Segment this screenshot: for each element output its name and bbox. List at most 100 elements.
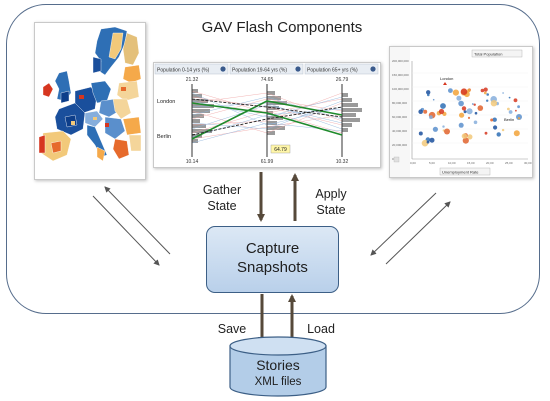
x-tick-label: 20,00 <box>486 161 494 165</box>
scatter-point <box>456 95 462 101</box>
scatter-point <box>461 106 467 111</box>
scatter-point <box>507 107 510 111</box>
scatter-point <box>463 110 467 114</box>
highlight-line-london <box>191 102 343 136</box>
scatter-point <box>484 131 488 135</box>
apply-label-line-2: State <box>316 203 346 217</box>
scatter-point <box>466 108 473 115</box>
scatter-point <box>444 128 450 135</box>
scatter-point <box>418 131 423 136</box>
scatter-point <box>460 88 468 95</box>
scatter-point <box>490 118 494 122</box>
load-label: Load <box>307 322 335 336</box>
scatter-point <box>480 88 485 93</box>
y-axis-ticks: 200,000,000 150,000,000 100,000,000 80,000,… <box>392 59 409 161</box>
axis-menu-icon[interactable] <box>295 66 301 72</box>
scatter-point <box>458 122 464 128</box>
scatter-point <box>492 117 497 122</box>
x-tick-label: 5,00 <box>429 161 435 165</box>
scatter-point <box>474 111 478 115</box>
x-tick-label: 25,00 <box>505 161 513 165</box>
apply-state-label: Apply State <box>306 186 356 218</box>
scatter-point <box>508 96 511 99</box>
scatter-point <box>502 92 504 94</box>
highlight-value-tooltip: 64.79 <box>274 147 287 153</box>
scatter-point <box>483 87 488 92</box>
save-label: Save <box>217 322 247 336</box>
london-marker-icon <box>443 82 447 85</box>
map-thumbnail <box>34 22 146 180</box>
scatter-point <box>467 88 471 93</box>
size-variable-select[interactable]: Total Population <box>474 52 502 57</box>
gather-label-line-2: State <box>207 199 237 213</box>
axis-menu-icon[interactable] <box>220 66 226 72</box>
scatter-point <box>432 126 438 132</box>
scatter-point <box>486 99 489 102</box>
x-tick-label: 10,00 <box>448 161 456 165</box>
scatter-point <box>513 130 520 137</box>
scatter-plot: Total Population 200,000,000 150,000,000 1… <box>390 47 532 177</box>
y-tick-label: 200,000,000 <box>392 59 409 63</box>
scatter-point <box>426 90 431 95</box>
y-tick-label: 150,000,000 <box>392 73 409 77</box>
y-tick-label: 40,000,000 <box>392 129 407 133</box>
axis-menu-icon[interactable] <box>370 66 376 72</box>
apply-label-line-1: Apply <box>315 187 347 201</box>
europe-choropleth-map <box>35 23 145 179</box>
axis-max-65-plus: 26.79 <box>336 77 349 83</box>
scatter-point <box>459 112 465 118</box>
axis-min-0-14: 10.14 <box>186 159 199 165</box>
scatter-point <box>508 110 513 114</box>
scatter-thumbnail: Total Population 200,000,000 150,000,000 1… <box>389 46 533 178</box>
scatter-point <box>471 103 474 105</box>
scatter-point <box>438 108 445 115</box>
capture-to-map-arrow <box>104 186 171 255</box>
diagram-title: GAV Flash Components <box>201 19 363 36</box>
scatter-point <box>462 137 469 144</box>
scatter-point <box>493 125 498 130</box>
stories-subtitle: XML files <box>254 376 302 388</box>
stories-database-icon <box>229 336 327 397</box>
scatter-to-capture-arrow <box>370 192 437 256</box>
parallel-coordinates-plot: Population 0-14 yrs (%) Population 19-64… <box>154 63 380 167</box>
x-tick-label: 15,00 <box>467 161 475 165</box>
scatter-point <box>423 109 428 114</box>
gather-state-label: Gather State <box>197 182 247 214</box>
axis-header-0-14: Population 0-14 yrs (%) <box>157 68 210 74</box>
scatter-point <box>429 137 435 143</box>
capture-line-2: Snapshots <box>237 259 308 276</box>
scatter-point <box>452 89 459 96</box>
scatter-point <box>467 116 471 119</box>
scatter-point <box>467 134 473 140</box>
y-tick-label: 20,000,000 <box>392 143 407 147</box>
london-label: London <box>157 99 175 105</box>
axis-max-0-14: 21.32 <box>186 77 199 83</box>
scatter-point <box>516 114 522 120</box>
scatter-point <box>461 133 468 139</box>
y-tick-label: 100,000,000 <box>392 87 409 91</box>
axis-header-65-plus: Population 65+ yrs (%) <box>307 68 358 74</box>
scatter-point <box>458 100 464 107</box>
y-variable-button[interactable] <box>393 156 400 163</box>
scatter-point <box>473 103 476 106</box>
capture-to-scatter-arrow <box>385 201 451 265</box>
scatter-point <box>448 88 453 93</box>
scatter-point <box>442 125 445 128</box>
parallel-coordinates-thumbnail: Population 0-14 yrs (%) Population 19-64… <box>153 62 381 168</box>
scatter-point <box>496 132 501 137</box>
berlin-label: Berlin <box>157 134 171 140</box>
x-variable-select[interactable]: Unemployment Rate <box>442 169 479 174</box>
scatter-point <box>477 105 484 111</box>
y-tick-label: 80,000,000 <box>392 101 407 105</box>
stories-title: Stories <box>256 357 300 373</box>
scatter-point <box>432 98 435 101</box>
scatter-point <box>517 105 520 109</box>
scatter-point <box>440 103 446 109</box>
scatter-point <box>515 109 517 112</box>
y-tick-label: 60,000,000 <box>392 115 407 119</box>
scatter-point <box>517 117 521 120</box>
x-tick-label: 30,00 <box>524 161 532 165</box>
